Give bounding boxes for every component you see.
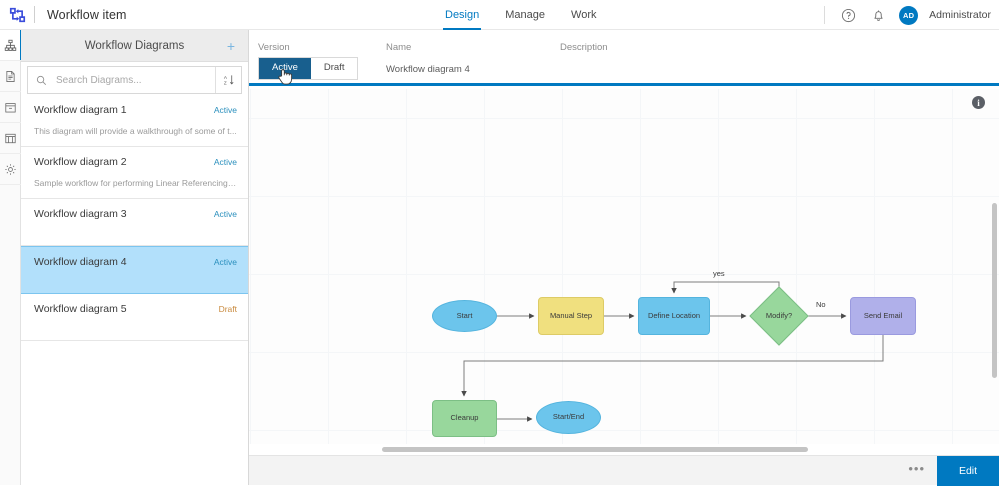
list-item[interactable]: Workflow diagram 4 Active (21, 246, 248, 294)
edge-label-no: No (816, 300, 826, 309)
svg-text:Z: Z (223, 81, 226, 86)
diamond-shape (749, 286, 808, 345)
horizontal-scroll-thumb[interactable] (382, 447, 808, 452)
list-item-name: Workflow diagram 1 (34, 104, 214, 116)
list-item-description: Sample workflow for performing Linear Re… (34, 178, 237, 188)
node-manual-step[interactable]: Manual Step (538, 297, 604, 335)
panel-header: Workflow Diagrams + (21, 30, 248, 62)
archive-box-icon (4, 101, 17, 114)
table-icon (4, 132, 17, 145)
list-item-name: Workflow diagram 4 (34, 256, 214, 268)
node-send-email[interactable]: Send Email (850, 297, 916, 335)
panel-title: Workflow Diagrams (85, 40, 184, 52)
name-column: Name Workflow diagram 4 (386, 42, 470, 75)
status-badge: Active (214, 157, 237, 167)
bell-icon[interactable] (869, 6, 888, 25)
node-label: Cleanup (451, 414, 479, 422)
top-right-controls: AD Administrator (824, 0, 991, 30)
sidebar-item-table[interactable] (0, 123, 21, 154)
node-modify-decision[interactable]: Modify? (750, 293, 808, 339)
search-input[interactable] (54, 74, 215, 87)
node-label: Define Location (648, 312, 700, 320)
tab-design[interactable]: Design (443, 0, 481, 30)
diagram-list-panel: Workflow Diagrams + A Z Workflow diagram… (21, 30, 249, 485)
version-draft-button[interactable]: Draft (311, 58, 358, 79)
document-icon (4, 70, 17, 83)
node-label: Manual Step (550, 312, 592, 320)
list-item[interactable]: Workflow diagram 2 Active Sample workflo… (21, 147, 248, 199)
top-bar: Workflow item Design Manage Work AD Admi… (0, 0, 999, 30)
description-label: Description (560, 42, 608, 53)
icon-rail (0, 30, 21, 485)
detail-pane: Version Active Draft Name Workflow diagr… (249, 30, 999, 485)
status-badge: Draft (219, 304, 237, 314)
list-item-spacer (34, 315, 237, 330)
diagram-list: Workflow diagram 1 Active This diagram w… (21, 95, 248, 485)
flow-connectors (249, 89, 999, 455)
header-divider (34, 6, 35, 23)
page-title: Workflow item (47, 8, 127, 22)
status-badge: Active (214, 105, 237, 115)
search-row: A Z (27, 66, 242, 94)
search-icon (28, 75, 54, 86)
hierarchy-icon (4, 39, 17, 52)
list-item-description: This diagram will provide a walkthrough … (34, 126, 237, 136)
sidebar-item-templates[interactable] (0, 61, 21, 92)
description-column: Description (560, 42, 608, 64)
svg-text:A: A (223, 75, 227, 80)
sidebar-item-archive[interactable] (0, 92, 21, 123)
bottom-bar: ••• Edit (249, 455, 999, 485)
node-start-end[interactable]: Start/End (536, 401, 601, 434)
avatar[interactable]: AD (899, 6, 918, 25)
name-label: Name (386, 42, 470, 53)
workflow-logo-icon (9, 7, 26, 23)
canvas-horizontal-scrollbar[interactable] (249, 444, 999, 455)
list-item[interactable]: Workflow diagram 1 Active This diagram w… (21, 95, 248, 147)
list-item-spacer (34, 220, 237, 235)
version-column: Version (258, 42, 290, 53)
gear-icon (4, 163, 17, 176)
top-right-divider (824, 6, 825, 24)
add-diagram-button[interactable]: + (224, 39, 238, 53)
node-cleanup[interactable]: Cleanup (432, 400, 497, 437)
list-item-spacer (34, 268, 237, 283)
version-toggle: Active Draft (258, 57, 358, 80)
username-label[interactable]: Administrator (929, 9, 991, 21)
top-navigation: Design Manage Work (443, 0, 598, 30)
node-label: Start/End (553, 413, 584, 421)
version-active-button[interactable]: Active (259, 58, 311, 79)
more-options-button[interactable]: ••• (896, 462, 937, 475)
sidebar-item-diagrams[interactable] (0, 30, 21, 61)
workflow-flowchart: yes No Start Manual Step Define Location… (249, 89, 999, 455)
canvas-vertical-scrollbar[interactable] (989, 148, 999, 414)
detail-header: Version Active Draft Name Workflow diagr… (249, 30, 999, 86)
app-logo[interactable] (0, 0, 34, 30)
node-start[interactable]: Start (432, 300, 497, 332)
list-item[interactable]: Workflow diagram 5 Draft (21, 294, 248, 341)
diagram-canvas[interactable]: i (249, 89, 999, 455)
sort-az-icon[interactable]: A Z (215, 67, 241, 93)
help-circle-icon[interactable] (839, 6, 858, 25)
list-item-name: Workflow diagram 3 (34, 208, 214, 220)
list-item[interactable]: Workflow diagram 3 Active (21, 199, 248, 246)
sidebar-item-settings[interactable] (0, 154, 21, 185)
status-badge: Active (214, 209, 237, 219)
edge-label-yes: yes (713, 269, 725, 278)
edit-button[interactable]: Edit (937, 456, 999, 486)
tab-work[interactable]: Work (569, 0, 598, 30)
tab-manage[interactable]: Manage (503, 0, 547, 30)
list-item-name: Workflow diagram 5 (34, 303, 219, 315)
status-badge: Active (214, 257, 237, 267)
name-value: Workflow diagram 4 (386, 64, 470, 75)
version-label: Version (258, 42, 290, 53)
node-label: Start (457, 312, 473, 320)
vertical-scroll-thumb[interactable] (992, 203, 997, 378)
list-item-name: Workflow diagram 2 (34, 156, 214, 168)
node-label: Send Email (864, 312, 902, 320)
node-define-location[interactable]: Define Location (638, 297, 710, 335)
